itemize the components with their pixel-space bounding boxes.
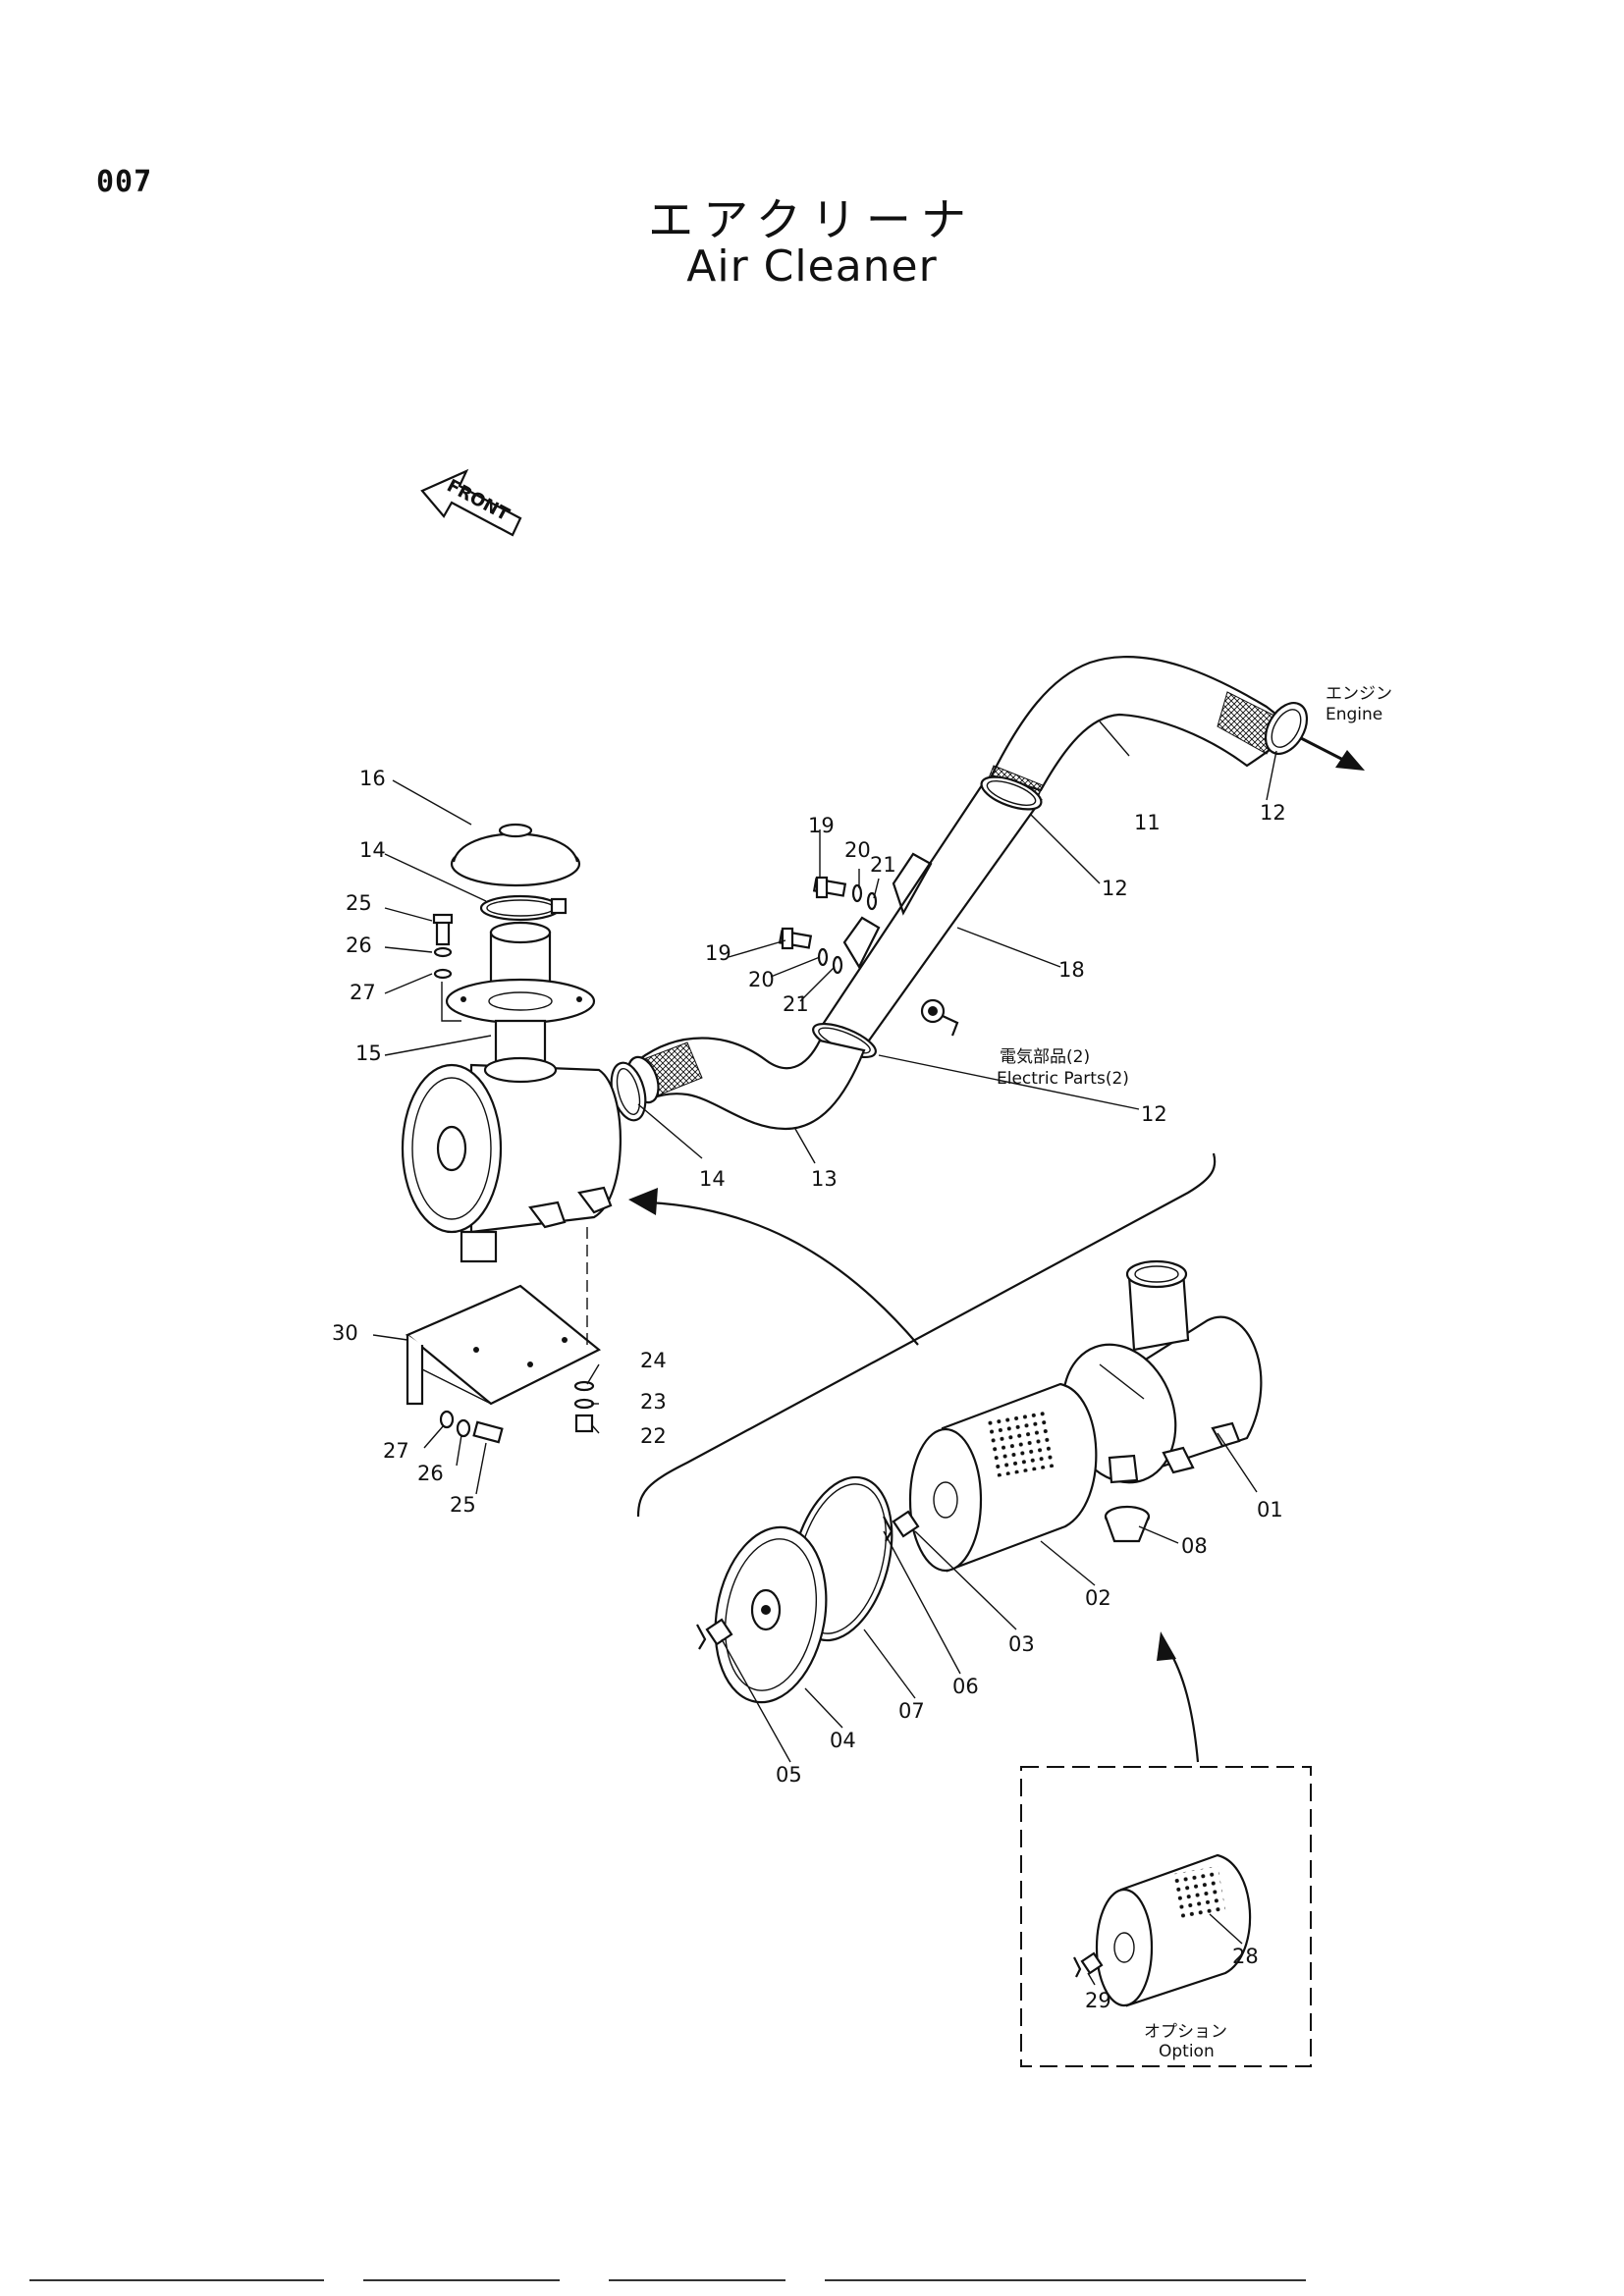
- front-label: FRONT: [444, 475, 514, 525]
- callout-02: 02: [1085, 1586, 1111, 1610]
- callout-24: 24: [640, 1349, 667, 1372]
- callout-06: 06: [952, 1675, 979, 1698]
- callout-22: 22: [640, 1424, 667, 1448]
- option-note-en: Option: [1159, 2042, 1215, 2061]
- callout-23: 23: [640, 1390, 667, 1414]
- electric-note-jp: 電気部品(2): [1000, 1047, 1090, 1067]
- hose-part-11: [987, 656, 1296, 801]
- bolt-set-lower: [778, 927, 843, 975]
- callout-20-upper: 20: [844, 838, 871, 862]
- callout-25-upper: 25: [346, 891, 372, 915]
- hardware-set-25-27-lower: [439, 1410, 504, 1444]
- callout-08: 08: [1181, 1534, 1208, 1558]
- hose-part-13: [626, 1037, 866, 1131]
- callout-21-upper: 21: [870, 853, 896, 877]
- engine-note-en: Engine: [1326, 705, 1382, 724]
- callout-26-lower: 26: [417, 1462, 444, 1485]
- callout-11: 11: [1134, 811, 1161, 834]
- callout-07: 07: [898, 1699, 925, 1723]
- page-number: 007: [96, 165, 153, 199]
- callout-18: 18: [1058, 958, 1085, 982]
- footer-rule-3: [609, 2279, 785, 2281]
- valve-part-08: [1104, 1505, 1151, 1543]
- engine-direction-arrow: [1300, 736, 1365, 771]
- callout-15: 15: [355, 1041, 382, 1065]
- callout-26-upper: 26: [346, 934, 372, 957]
- callout-12-lower: 12: [1141, 1102, 1167, 1126]
- footer-rule-4: [825, 2279, 1306, 2281]
- cover-part-04: [714, 1525, 828, 1704]
- sensor-electric-part: [920, 998, 959, 1037]
- element-part-02: [908, 1382, 1098, 1573]
- callout-25-lower: 25: [450, 1493, 476, 1517]
- callout-12-upper: 12: [1102, 877, 1128, 900]
- footer-rule-2: [363, 2279, 560, 2281]
- footer-rule-1: [29, 2279, 324, 2281]
- title-japanese: エアクリーナ: [648, 193, 976, 246]
- bolt-set-upper: [812, 876, 878, 911]
- hardware-set-22-24: [573, 1380, 595, 1433]
- cap-part-16: [450, 823, 581, 887]
- callout-01: 01: [1257, 1498, 1283, 1522]
- front-arrow-marker: FRONT: [420, 468, 522, 537]
- callout-19-lower: 19: [705, 941, 731, 965]
- callout-30: 30: [332, 1321, 358, 1345]
- callout-27-upper: 27: [350, 981, 376, 1004]
- callout-28: 28: [1232, 1945, 1259, 1968]
- callout-13: 13: [811, 1167, 838, 1191]
- assembly-arrow: [628, 1188, 919, 1346]
- engine-note-jp: エンジン: [1326, 684, 1392, 704]
- callout-27-lower: 27: [383, 1439, 409, 1463]
- option-note-jp: オプション: [1144, 2022, 1227, 2042]
- callout-03: 03: [1008, 1632, 1035, 1656]
- callout-20-lower: 20: [748, 968, 775, 991]
- callout-14-upper: 14: [359, 838, 386, 862]
- callout-21-lower: 21: [783, 992, 809, 1016]
- divider-curve: [636, 1152, 1217, 1518]
- title-english: Air Cleaner: [686, 241, 938, 292]
- bolt-set-upper-left: [432, 913, 461, 1022]
- housing-part-01: [1061, 1259, 1263, 1484]
- pipe-part-15: [445, 921, 596, 1067]
- callout-16: 16: [359, 767, 386, 790]
- callout-14-hose: 14: [699, 1167, 726, 1191]
- callout-12-engine: 12: [1260, 801, 1286, 825]
- clamp-part-14-upper: [479, 894, 568, 922]
- leader-lines: [372, 721, 1277, 1986]
- wingnut-part-05: [696, 1618, 733, 1650]
- air-cleaner-assembled: [401, 1056, 622, 1263]
- electric-note-en: Electric Parts(2): [997, 1069, 1129, 1089]
- callout-05: 05: [776, 1763, 802, 1787]
- callout-19-upper: 19: [808, 814, 835, 837]
- callout-04: 04: [830, 1729, 856, 1752]
- callout-29: 29: [1085, 1989, 1111, 2012]
- option-arrow: [1157, 1631, 1200, 1763]
- option-box: [1020, 1766, 1312, 2067]
- bracket-part-30: [405, 1227, 602, 1406]
